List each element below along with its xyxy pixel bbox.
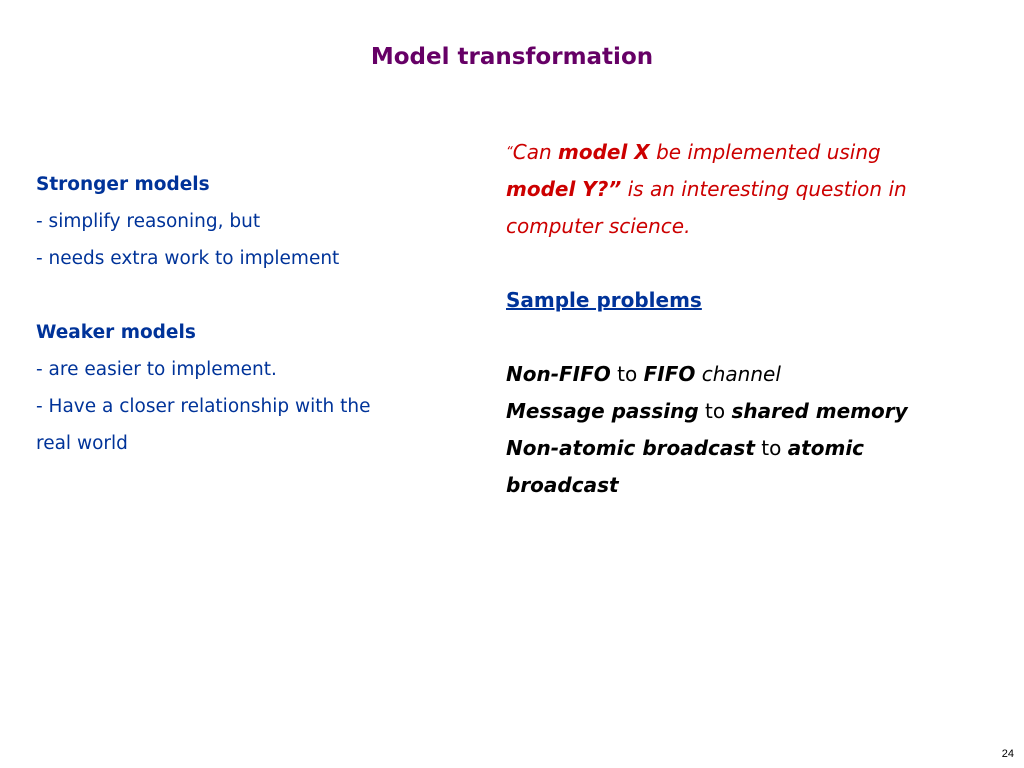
problem-continuation: broadcast: [506, 473, 619, 497]
problem-to: atomic: [787, 436, 865, 460]
problem-item: Non-FIFO to FIFO channel: [506, 356, 996, 393]
problem-item: Message passing to shared memory: [506, 393, 996, 430]
problem-to: shared memory: [731, 399, 908, 423]
weaker-point-1: - are easier to implement.: [36, 359, 277, 380]
stronger-models-heading: Stronger models: [36, 174, 210, 195]
problem-connector: to: [610, 362, 644, 386]
problem-item: Non-atomic broadcast to atomic: [506, 430, 996, 467]
spacer: [506, 245, 996, 282]
spacer: [36, 277, 456, 314]
stronger-point-2: - needs extra work to implement: [36, 248, 340, 269]
problem-connector: to: [754, 436, 788, 460]
problem-from: Message passing: [506, 399, 699, 423]
open-quote-mark: “: [506, 145, 513, 160]
weaker-point-2-continued: real world: [36, 433, 128, 454]
problem-suffix: channel: [695, 362, 781, 386]
quote-model-y: model Y?”: [506, 177, 622, 201]
quote-text-interesting: is an interesting question in: [621, 177, 907, 201]
problem-connector: to: [698, 399, 732, 423]
stronger-point-1: - simplify reasoning, but: [36, 211, 261, 232]
weaker-point-2: - Have a closer relationship with the: [36, 396, 371, 417]
quote-text-can: Can: [512, 140, 559, 164]
weaker-models-heading: Weaker models: [36, 322, 196, 343]
quote-text-implemented: be implemented using: [649, 140, 881, 164]
page-number: 24: [1001, 748, 1014, 760]
problem-from: Non-FIFO: [506, 362, 611, 386]
left-column: Stronger models - simplify reasoning, bu…: [36, 166, 456, 462]
spacer: [506, 319, 996, 356]
sample-problems-heading: Sample problems: [506, 288, 702, 312]
quote-block: “Can model X be implemented using model …: [506, 134, 996, 245]
slide-title: Model transformation: [370, 44, 654, 70]
problem-to: FIFO: [643, 362, 696, 386]
quote-text-cs: computer science.: [506, 214, 691, 238]
problem-from: Non-atomic broadcast: [506, 436, 755, 460]
right-column: “Can model X be implemented using model …: [506, 134, 996, 504]
quote-model-x: model X: [558, 140, 650, 164]
